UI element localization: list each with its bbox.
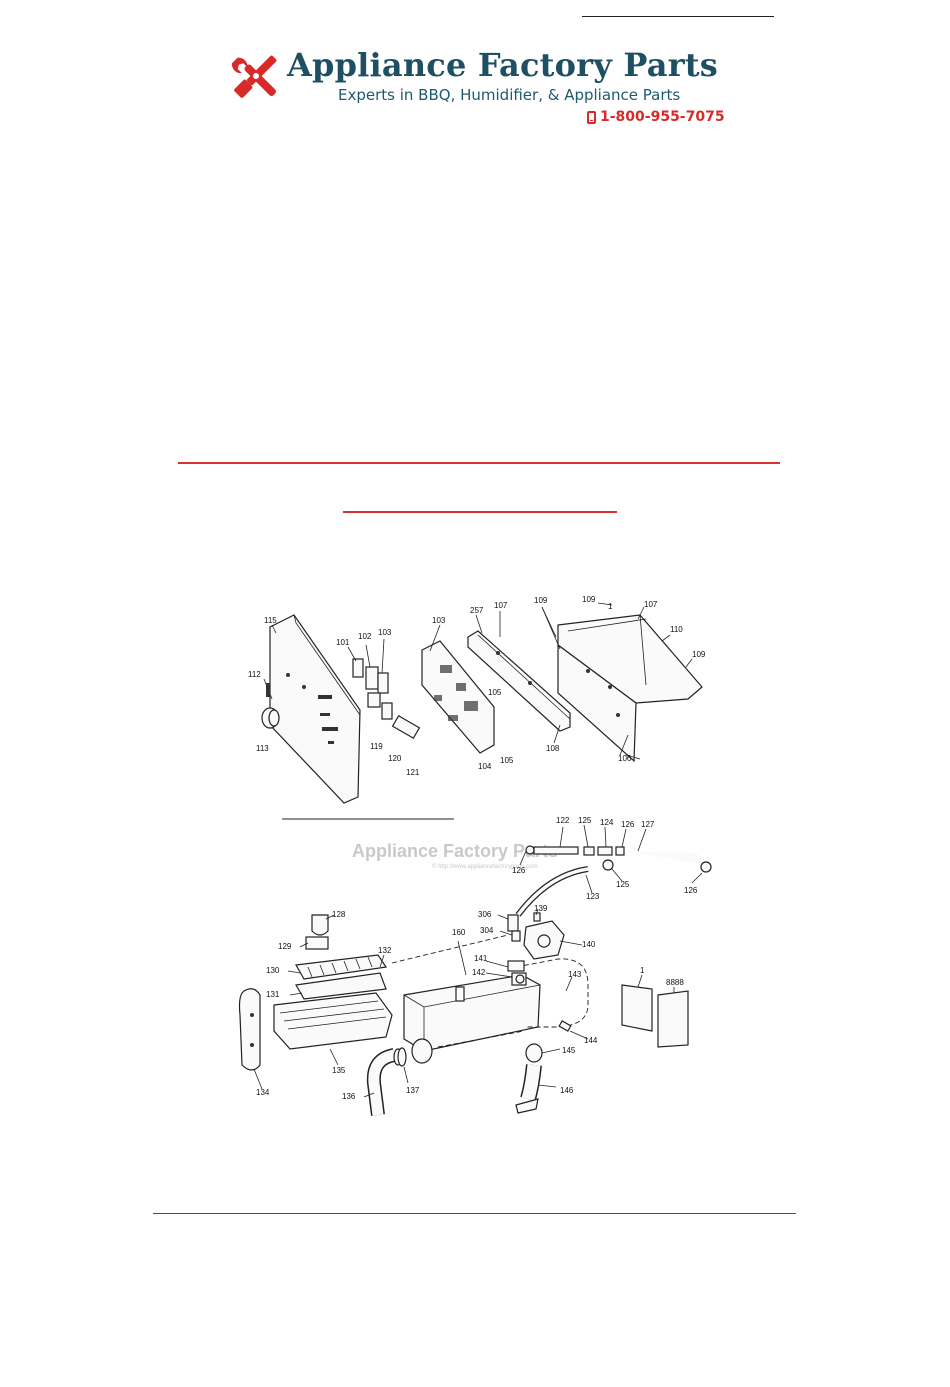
callout-label: 124 bbox=[600, 818, 614, 827]
clip-part bbox=[305, 914, 329, 950]
callout-label: 108 bbox=[546, 744, 560, 753]
callout-label: 101 bbox=[336, 638, 350, 647]
callout-label: 103 bbox=[378, 628, 392, 637]
callout-label: 134 bbox=[256, 1088, 270, 1097]
reservoir-part bbox=[403, 974, 541, 1064]
knob-part bbox=[261, 707, 280, 729]
callout-label: 144 bbox=[584, 1036, 598, 1045]
callout-label: 306 bbox=[478, 910, 492, 919]
mobile-phone-icon bbox=[587, 110, 596, 124]
callout-label: 103 bbox=[432, 616, 446, 625]
callout-label: 115 bbox=[264, 616, 277, 625]
brand-tagline: Experts in BBQ, Humidifier, & Appliance … bbox=[338, 86, 681, 104]
callout-label: 1 bbox=[608, 602, 613, 611]
callout-label: 136 bbox=[342, 1092, 356, 1101]
brand-name: Appliance Factory Parts bbox=[287, 46, 718, 84]
callout-label: 105 bbox=[488, 688, 502, 697]
callout-label: 130 bbox=[266, 966, 280, 975]
phone-text: 1-800-955-7075 bbox=[600, 109, 725, 125]
callout-label: 123 bbox=[586, 892, 600, 901]
callout-label: 140 bbox=[582, 940, 596, 949]
callout-label: 141 bbox=[474, 954, 488, 963]
callout-label: 145 bbox=[562, 1046, 576, 1055]
callout-label: 304 bbox=[480, 926, 494, 935]
callout-label: 126 bbox=[684, 886, 698, 895]
callout-label: 119 bbox=[370, 742, 383, 751]
fitting-part bbox=[507, 960, 527, 986]
control-board-part bbox=[421, 640, 495, 754]
callout-label: 109 bbox=[534, 596, 548, 605]
callout-label: 104 bbox=[478, 762, 492, 771]
watermark-url: © http://www.appliancefactoryparts.com bbox=[432, 863, 537, 870]
hose-assembly-part bbox=[515, 845, 712, 917]
callout-label: 8888 bbox=[666, 978, 684, 987]
footer-divider bbox=[153, 1213, 796, 1214]
section-divider bbox=[178, 462, 780, 464]
callout-label: 132 bbox=[378, 946, 392, 955]
callout-label: 102 bbox=[358, 632, 372, 641]
callout-label: 126 bbox=[621, 820, 635, 829]
trough-part bbox=[273, 992, 393, 1050]
end-cap-part bbox=[238, 988, 261, 1071]
callout-label: 120 bbox=[388, 754, 402, 763]
title-underline bbox=[343, 511, 617, 513]
small-clip-part bbox=[558, 1020, 572, 1032]
top-rule bbox=[582, 16, 774, 17]
callout-label: 160 bbox=[452, 928, 466, 937]
switch-cluster-part bbox=[352, 658, 421, 740]
wrench-screwdriver-icon bbox=[231, 55, 277, 98]
callout-label: 107 bbox=[644, 600, 658, 609]
callout-label: 135 bbox=[332, 1066, 346, 1075]
callout-label: 126 bbox=[512, 866, 526, 875]
drain-assembly-part bbox=[515, 1043, 543, 1114]
callout-label: 106 bbox=[618, 754, 632, 763]
valve-assembly-part bbox=[507, 912, 565, 960]
manual-sheet-part bbox=[621, 984, 689, 1048]
callout-label: 139 bbox=[534, 904, 548, 913]
top-cover-part bbox=[557, 614, 703, 763]
callout-label: 122 bbox=[556, 816, 570, 825]
callout-label: 121 bbox=[406, 768, 420, 777]
callout-label: 128 bbox=[332, 910, 346, 919]
callout-label: 257 bbox=[470, 606, 484, 615]
callout-label: 143 bbox=[568, 970, 582, 979]
exploded-parts-diagram: 115 112 113 101 102 103 119 120 121 103 … bbox=[238, 595, 712, 1116]
callout-label: 146 bbox=[560, 1086, 574, 1095]
callout-label: 127 bbox=[641, 820, 655, 829]
callout-label: 109 bbox=[692, 650, 706, 659]
callout-label: 125 bbox=[578, 816, 592, 825]
callout-label: 109 bbox=[582, 595, 596, 604]
callout-label: 125 bbox=[616, 880, 630, 889]
callout-label: 129 bbox=[278, 942, 292, 951]
callout-label: 113 bbox=[256, 744, 269, 753]
callout-label: 131 bbox=[266, 990, 280, 999]
phone-number[interactable]: 1-800-955-7075 bbox=[587, 109, 725, 125]
callout-label: 1 bbox=[640, 966, 645, 975]
callout-label: 142 bbox=[472, 968, 486, 977]
rack-part bbox=[295, 954, 388, 1000]
callout-label: 107 bbox=[494, 601, 508, 610]
callout-label: 137 bbox=[406, 1086, 420, 1095]
bracket-rail-part bbox=[467, 630, 571, 732]
callout-label: 112 bbox=[248, 670, 261, 679]
callout-label: 110 bbox=[670, 625, 683, 634]
watermark-text: Appliance Factory Parts bbox=[352, 841, 558, 861]
callout-label: 105 bbox=[500, 756, 514, 765]
ring-part bbox=[397, 1047, 407, 1067]
